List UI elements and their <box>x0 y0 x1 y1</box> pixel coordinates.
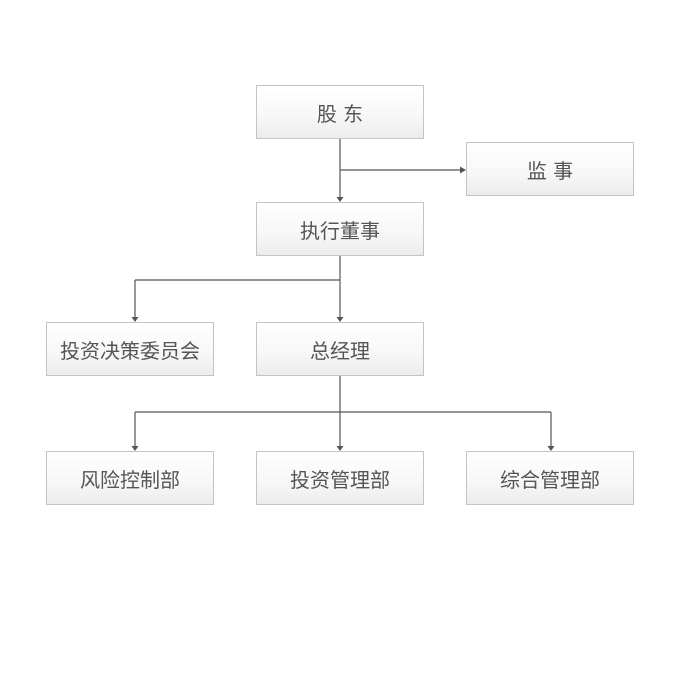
node-shareholder-label: 股 东 <box>316 101 364 126</box>
node-executive-director: 执行董事 <box>256 202 424 256</box>
node-risk-control-dept-label: 风险控制部 <box>80 467 180 492</box>
node-risk-control-dept: 风险控制部 <box>46 451 214 505</box>
arrow-committee <box>131 317 139 322</box>
node-executive-director-label: 执行董事 <box>300 218 380 243</box>
arrow-invest <box>336 446 344 451</box>
node-general-manager: 总经理 <box>256 322 424 376</box>
arrow-admin <box>547 446 555 451</box>
arrow-risk <box>131 446 139 451</box>
arrow-supervisor <box>460 166 466 174</box>
node-investment-committee: 投资决策委员会 <box>46 322 214 376</box>
node-investment-mgmt-dept-label: 投资管理部 <box>290 467 390 492</box>
node-supervisor: 监 事 <box>466 142 634 196</box>
node-investment-committee-label: 投资决策委员会 <box>60 338 200 363</box>
node-supervisor-label: 监 事 <box>526 158 574 183</box>
node-general-mgmt-dept: 综合管理部 <box>466 451 634 505</box>
node-general-mgmt-dept-label: 综合管理部 <box>500 467 600 492</box>
node-investment-mgmt-dept: 投资管理部 <box>256 451 424 505</box>
arrow-director <box>336 197 344 202</box>
node-shareholder: 股 东 <box>256 85 424 139</box>
arrow-gm <box>336 317 344 322</box>
node-general-manager-label: 总经理 <box>310 338 370 363</box>
